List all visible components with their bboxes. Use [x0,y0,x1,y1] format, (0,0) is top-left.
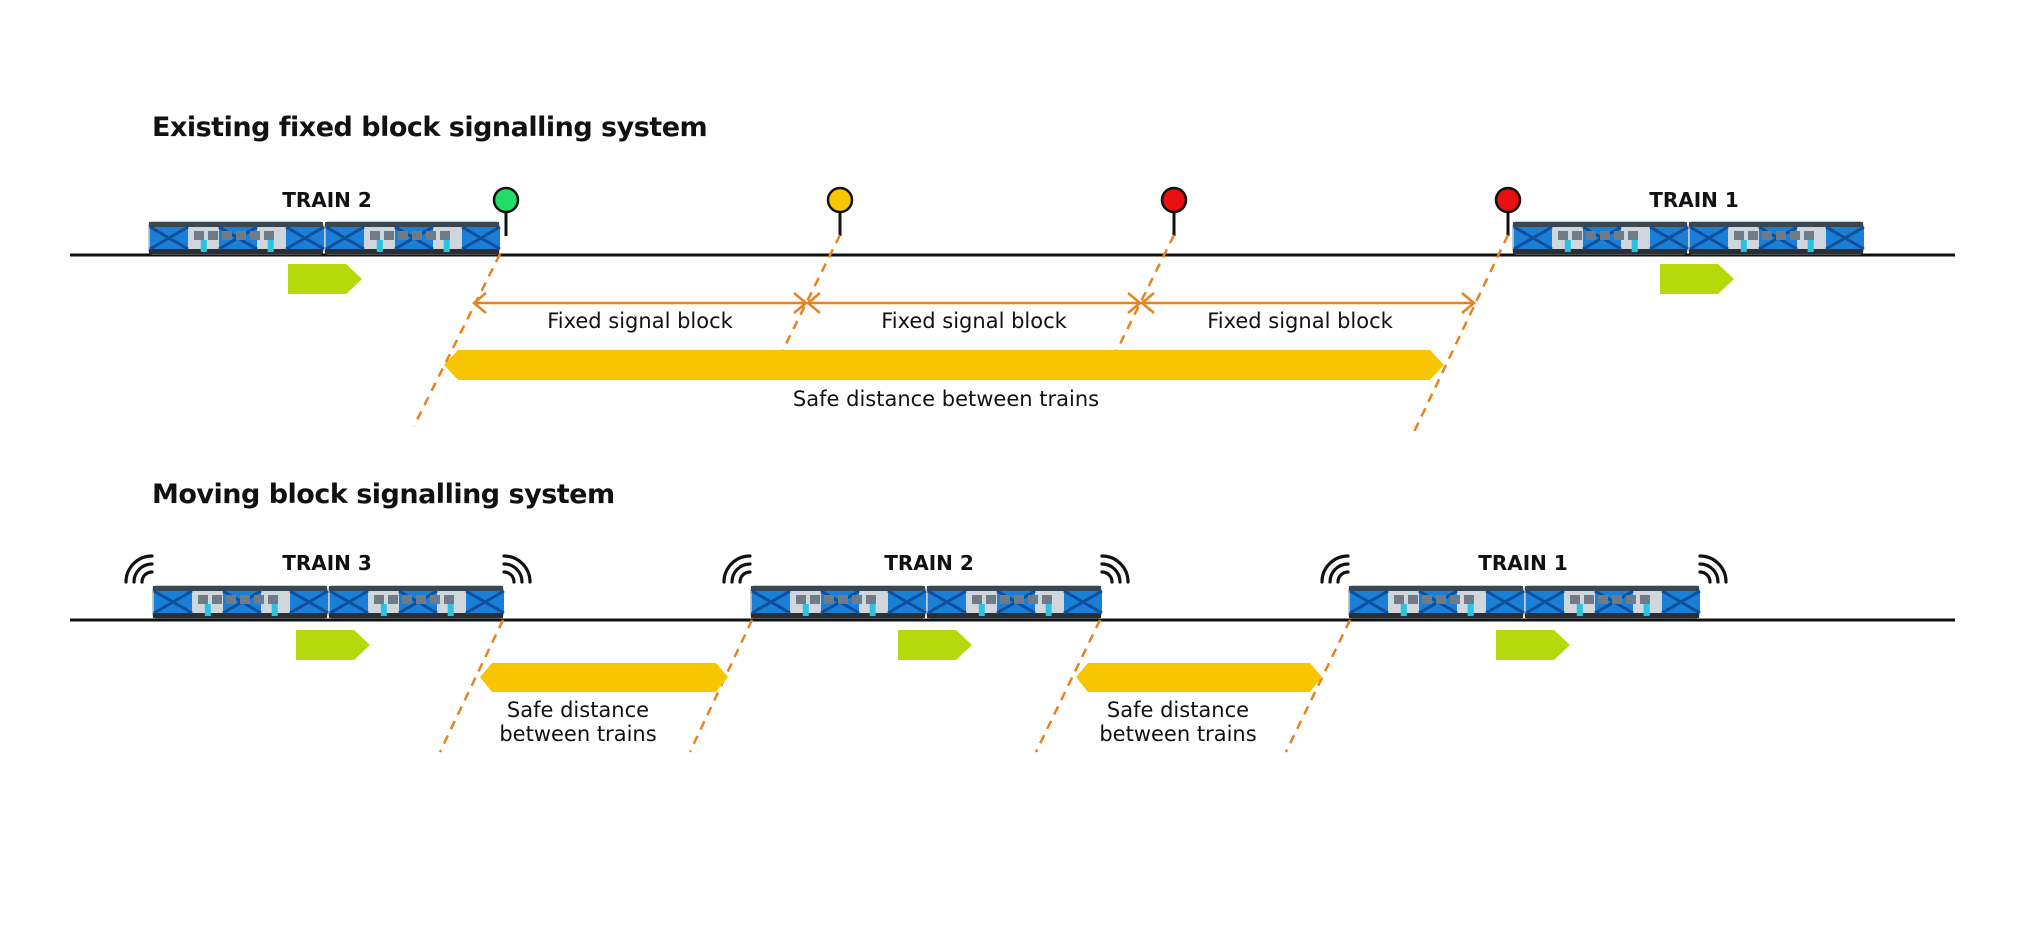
train-icon [152,585,505,619]
direction-arrow-icon [288,264,362,294]
fixed-block-dimension-arrows [472,292,1476,314]
fixed-safe-distance-bar [444,350,1444,380]
fixed-block-label: Fixed signal block [881,309,1067,333]
radio-waves-icon [1320,554,1350,584]
moving-section-title: Moving block signalling system [152,479,615,510]
moving-safe-distance-label-line2: between trains [499,722,656,746]
moving-train-1-label: TRAIN 1 [1478,551,1568,575]
moving-safe-distance-bar [480,663,728,692]
direction-arrow-icon [898,630,972,660]
direction-arrow-icon [296,630,370,660]
signal-post-icon [826,186,854,236]
train-icon [1348,585,1701,619]
signal-post-icon [1494,186,1522,236]
train-icon [1512,221,1865,255]
fixed-block-label: Fixed signal block [547,309,733,333]
dashed-guide-line [1412,234,1510,433]
direction-arrow-icon [1660,264,1734,294]
radio-waves-icon [1698,554,1728,584]
fixed-train-2-label: TRAIN 2 [282,188,372,212]
moving-safe-distance-label-line1: Safe distance [1107,698,1249,722]
dashed-guide-line [1284,619,1352,753]
train-icon [148,221,501,255]
moving-safe-distance-bar [1076,663,1322,692]
radio-waves-icon [1100,554,1130,584]
moving-train-2-label: TRAIN 2 [884,551,974,575]
direction-arrow-icon [1496,630,1570,660]
dashed-guide-line [1114,234,1176,353]
fixed-section-title: Existing fixed block signalling system [152,112,707,143]
fixed-block-label: Fixed signal block [1207,309,1393,333]
dashed-guide-line [780,234,842,353]
dashed-guide-line [1034,619,1102,753]
dashed-guide-line [688,619,754,753]
moving-train-3-label: TRAIN 3 [282,551,372,575]
fixed-safe-distance-label: Safe distance between trains [793,387,1099,411]
radio-waves-icon [502,554,532,584]
moving-safe-distance-label-line1: Safe distance [507,698,649,722]
dashed-guide-line [412,253,502,427]
signal-post-icon [1160,186,1188,236]
radio-waves-icon [722,554,752,584]
signal-post-icon [492,186,520,236]
train-icon [750,585,1103,619]
dashed-guide-line [438,619,505,753]
radio-waves-icon [124,554,154,584]
fixed-train-1-label: TRAIN 1 [1649,188,1739,212]
moving-safe-distance-label-line2: between trains [1099,722,1256,746]
